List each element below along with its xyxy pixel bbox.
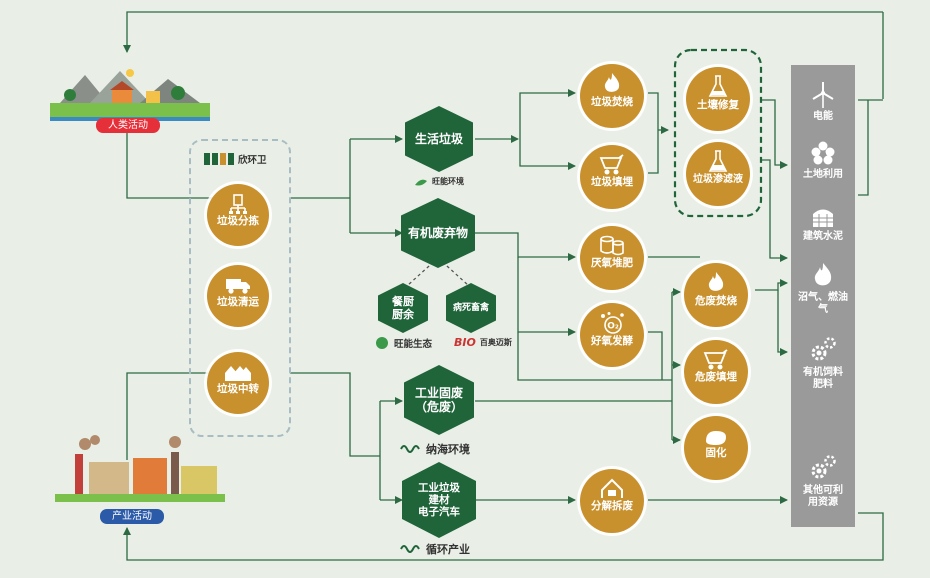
output-power[interactable]: 电能 (791, 81, 855, 123)
human-activity-label: 人类活动 (96, 118, 160, 133)
haz-landfill-circle[interactable]: 危废填埋 (684, 340, 748, 404)
kitchen-waste-label: 餐厨 厨余 (392, 295, 414, 321)
output-power-label: 电能 (813, 111, 833, 122)
wangneng-top-logo-text: 旺能环境 (432, 177, 464, 186)
output-other-label: 其他可利 用资源 (803, 485, 843, 508)
xinhuanwei-logo-text: 欣环卫 (238, 155, 267, 166)
livestock-label: 病死畜禽 (452, 302, 489, 313)
haz-cart-icon (703, 349, 728, 370)
household-waste-hex[interactable]: 生活垃圾 (405, 106, 473, 172)
haz-flame-icon (708, 272, 724, 291)
wind-turbine-icon (812, 82, 834, 108)
haz-landfill-label: 危废填埋 (695, 371, 737, 383)
wangneng-eco-icon (376, 337, 388, 349)
industrial-waste-label: 工业固废 （危废） (414, 386, 463, 414)
household-waste-label: 生活垃圾 (414, 132, 463, 146)
gears-icon (811, 337, 836, 361)
dismantle-icon (601, 478, 623, 498)
mizuda-logo-2-icon (400, 545, 420, 553)
landscape-icon (50, 69, 210, 121)
bio-logo: BIO 百奥迈斯 (454, 336, 512, 349)
landfill-circle[interactable]: 垃圾填埋 (580, 145, 644, 209)
other-gears-icon (811, 455, 836, 479)
mizuda-logo-2-text: 循环产业 (426, 543, 470, 556)
livestock-hex[interactable]: 病死畜禽 (446, 283, 496, 333)
output-cement-label: 建筑水泥 (803, 231, 843, 242)
output-biogas-label: 沼气、燃油 气 (798, 292, 848, 315)
solidify-circle[interactable]: 固化 (684, 416, 748, 480)
haz-incinerate-label: 危废焚烧 (695, 295, 737, 307)
transfer-label: 垃圾中转 (217, 383, 259, 395)
transport-label: 垃圾清运 (217, 296, 259, 308)
organic-waste-label: 有机废弃物 (407, 226, 468, 240)
kitchen-waste-hex[interactable]: 餐厨 厨余 (378, 283, 428, 333)
solid-block-icon (706, 431, 726, 445)
output-cement[interactable]: 建筑水泥 (791, 205, 855, 243)
mizuda-logo-1-text: 纳海环境 (426, 443, 470, 456)
output-feed-label: 有机饲料 肥料 (803, 367, 843, 390)
anaerobic-label: 厌氧堆肥 (591, 257, 633, 269)
incinerate-label: 垃圾焚烧 (591, 96, 633, 108)
industry-activity-illustration (55, 432, 225, 504)
mizuda-logo-icon (400, 445, 420, 453)
dismantle-label: 分解拆废 (591, 500, 633, 512)
output-feed[interactable]: 有机饲料 肥料 (791, 335, 855, 391)
output-land[interactable]: 土地利用 (791, 139, 855, 181)
wangneng-leaf-icon (415, 179, 427, 185)
cart-icon (599, 154, 624, 175)
solidify-label: 固化 (705, 447, 727, 459)
soil-repair-circle[interactable]: 土壤修复 (686, 67, 750, 131)
transport-circle[interactable]: 垃圾清运 (207, 265, 269, 327)
building-icon (813, 209, 833, 227)
test-tube-icon (708, 150, 728, 172)
wangneng-eco-text: 旺能生态 (394, 339, 433, 350)
sort-label: 垃圾分拣 (217, 215, 259, 227)
svg-text:O₂: O₂ (607, 322, 619, 332)
output-biogas[interactable]: 沼气、燃油 气 (791, 262, 855, 316)
mizuda-logo-1: 纳海环境 (400, 441, 470, 457)
mizuda-logo-2: 循环产业 (400, 541, 470, 557)
output-land-label: 土地利用 (803, 169, 843, 180)
aerobic-label: 好氧发酵 (591, 335, 633, 347)
anaerobic-circle[interactable]: 厌氧堆肥 (580, 226, 644, 290)
xinhuanwei-logo-icon (204, 153, 234, 165)
bio-logo-mark: BIO (454, 336, 476, 349)
flower-icon (811, 141, 835, 165)
oxygen-icon: O₂ (601, 312, 624, 334)
truck-icon (226, 279, 250, 294)
industry-activity-label: 产业活动 (100, 509, 164, 524)
haz-incinerate-circle[interactable]: 危废焚烧 (684, 263, 748, 327)
leachate-circle[interactable]: 垃圾渗滤液 (686, 142, 750, 206)
wangneng-top-logo: 旺能环境 (414, 176, 464, 187)
biogas-flame-icon (814, 263, 832, 286)
output-other[interactable]: 其他可利 用资源 (791, 453, 855, 509)
barrels-icon (600, 235, 624, 256)
buildmat-label: 工业垃圾 建材 电子汽车 (418, 482, 460, 518)
landfill-label: 垃圾填埋 (591, 176, 633, 188)
bio-logo-text: 百奥迈斯 (479, 338, 512, 347)
sort-circle[interactable]: 垃圾分拣 (207, 184, 269, 246)
incinerate-circle[interactable]: 垃圾焚烧 (580, 64, 644, 128)
soil-repair-label: 土壤修复 (697, 99, 739, 111)
sorting-icon (229, 194, 247, 214)
aerobic-circle[interactable]: O₂ 好氧发酵 (580, 303, 644, 367)
human-activity-illustration (50, 63, 210, 123)
factory-icon (55, 435, 225, 502)
output-panel: 电能 土地利用 建筑水泥 沼气、燃油 气 (791, 65, 855, 527)
dismantle-circle[interactable]: 分解拆废 (580, 469, 644, 533)
flame-icon (604, 73, 620, 92)
leachate-label: 垃圾渗滤液 (693, 174, 743, 185)
flask-icon (708, 75, 728, 97)
transfer-station-icon (225, 366, 251, 381)
transfer-circle[interactable]: 垃圾中转 (207, 352, 269, 414)
wangneng-eco-logo: 旺能生态 (374, 336, 432, 350)
xinhuanwei-logo: 欣环卫 (204, 152, 267, 166)
